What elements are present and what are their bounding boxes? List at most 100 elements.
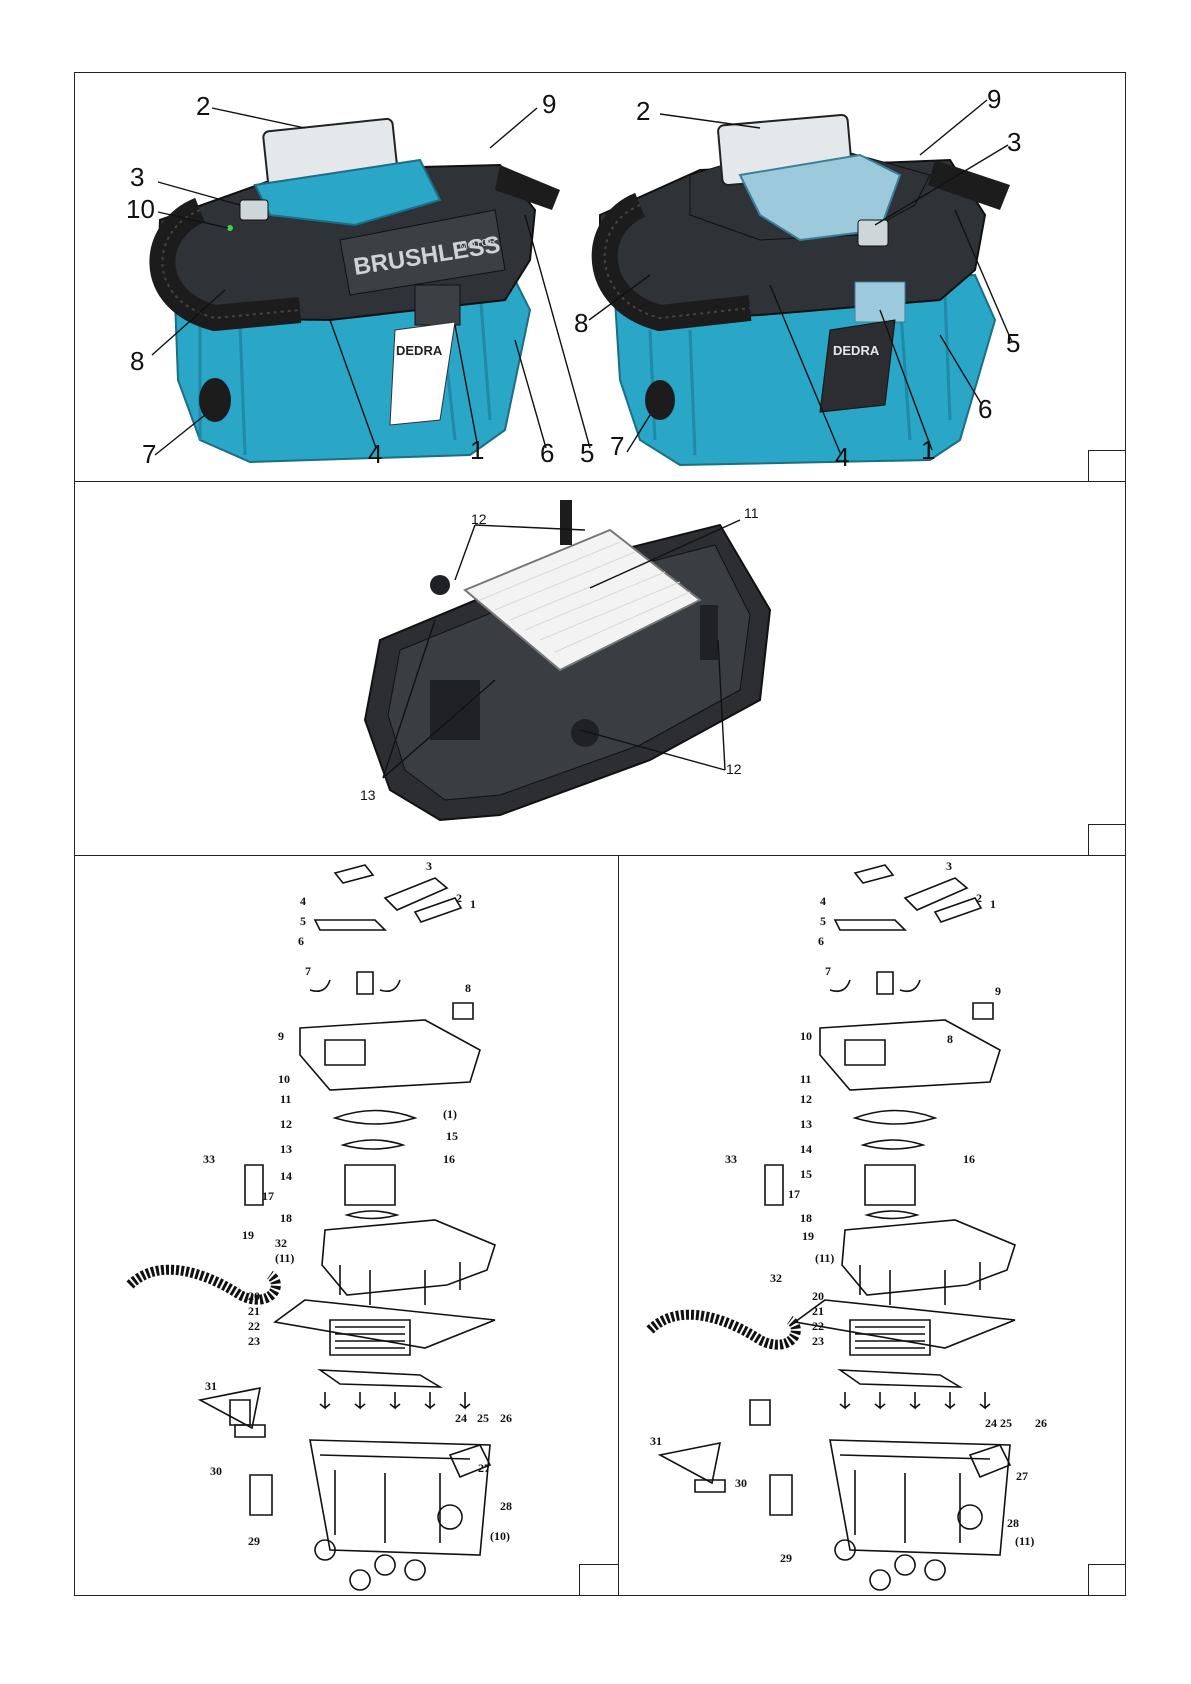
exploded-part (250, 1475, 272, 1515)
exploded-part (925, 1560, 945, 1580)
part-callout: 4 (820, 894, 826, 908)
part-callout: 21 (812, 1304, 824, 1318)
exploded-part (310, 980, 330, 991)
part-callout: 7 (825, 964, 831, 978)
exploded-part (460, 1392, 470, 1408)
part-callout: 16 (443, 1152, 455, 1166)
part-callout: 8 (947, 1032, 953, 1046)
part-callout: 30 (210, 1464, 222, 1478)
part-callout: (1) (443, 1107, 457, 1121)
callout-2-right: 2 (636, 96, 650, 126)
part-callout: 12 (280, 1117, 292, 1131)
part-callout: 1 (470, 897, 476, 911)
exploded-part (830, 980, 850, 991)
part-callout: 15 (446, 1129, 458, 1143)
exploded-part (343, 1140, 403, 1149)
callout-5-right: 5 (1006, 328, 1020, 358)
part-callout: 33 (725, 1152, 737, 1166)
exploded-part (320, 1455, 470, 1543)
dedra-logo-left: DEDRA (396, 343, 443, 358)
part-callout: 24 (985, 1416, 997, 1430)
exploded-part (320, 1392, 330, 1408)
exploded-part (875, 1392, 885, 1408)
part-callout: 15 (800, 1167, 812, 1181)
exploded-part (375, 1555, 395, 1575)
part-callout: 9 (278, 1029, 284, 1043)
part-callout: 31 (205, 1379, 217, 1393)
dedra-logo-right: DEDRA (833, 343, 880, 358)
exploded-part (325, 1040, 365, 1065)
exploded-part (335, 865, 373, 883)
exploded-part (380, 980, 400, 991)
part-callout: 28 (500, 1499, 512, 1513)
part-callout: 26 (500, 1411, 512, 1425)
exploded-part (840, 1370, 960, 1387)
part-callout: 31 (650, 1434, 662, 1448)
part-callout: 33 (203, 1152, 215, 1166)
callout-6-left: 6 (540, 438, 554, 468)
callout-13: 13 (360, 787, 376, 803)
part-callout: 22 (248, 1319, 260, 1333)
callout-7-left: 7 (142, 439, 156, 469)
callout-1-right: 1 (921, 435, 935, 465)
part-callout: 17 (262, 1189, 274, 1203)
part-callout: 17 (788, 1187, 800, 1201)
part-callout: 3 (946, 859, 952, 873)
callout-8-right: 8 (574, 308, 588, 338)
vacuum-right: DEDRA (600, 114, 1010, 465)
exploded-part (840, 1455, 990, 1543)
exploded-part (910, 1392, 920, 1408)
exploded-part (973, 1003, 993, 1019)
exploded-part (322, 1220, 495, 1295)
part-callout: 27 (478, 1461, 490, 1475)
exploded-part (355, 1392, 365, 1408)
part-callout: 18 (800, 1211, 812, 1225)
part-callout: 23 (248, 1334, 260, 1348)
exploded-part (385, 878, 447, 910)
part-callout: 22 (812, 1319, 824, 1333)
exploded-part (390, 1392, 400, 1408)
part-callout: 32 (275, 1236, 287, 1250)
exploded-part (970, 1445, 1010, 1477)
part-callout: 29 (248, 1534, 260, 1548)
part-callout: 11 (800, 1072, 811, 1086)
part-callout: 27 (1016, 1469, 1028, 1483)
exploded-part (425, 1392, 435, 1408)
exploded-part (340, 1262, 460, 1305)
exploded-part (765, 1165, 783, 1205)
exploded-part (855, 865, 893, 883)
part-callout: 23 (812, 1334, 824, 1348)
exploded-part (300, 1020, 480, 1090)
part-callout: 2 (976, 891, 982, 905)
part-callout: (11) (275, 1251, 294, 1265)
exploded-part (453, 1003, 473, 1019)
exploded-part (415, 898, 461, 922)
callout-6-right: 6 (978, 394, 992, 424)
exploded-part (350, 1570, 370, 1590)
part-callout: 28 (1007, 1516, 1019, 1530)
callout-1-left: 1 (470, 435, 484, 465)
callout-7-right: 7 (610, 431, 624, 461)
callout-10-left: 10 (126, 194, 155, 224)
exploded-part (845, 1040, 885, 1065)
part-callout: 29 (780, 1551, 792, 1565)
callout-3-left: 3 (130, 162, 144, 192)
hose-part (650, 1315, 796, 1345)
exploded-part (335, 1111, 415, 1125)
nozzle-part (660, 1443, 720, 1483)
part-callout: 12 (800, 1092, 812, 1106)
callout-4-right: 4 (835, 442, 849, 472)
exploded-part (320, 1370, 440, 1387)
exploded-part (405, 1560, 425, 1580)
part-callout: 10 (278, 1072, 290, 1086)
part-callout: (11) (1015, 1534, 1034, 1548)
exploded-part (840, 1392, 850, 1408)
part-callout: 5 (820, 914, 826, 928)
part-callout: 19 (242, 1228, 254, 1242)
exploded-part (900, 980, 920, 991)
callout-11: 11 (744, 505, 759, 521)
part-callout: 13 (280, 1142, 292, 1156)
part-callout: 2 (456, 891, 462, 905)
exploded-part (877, 972, 893, 994)
